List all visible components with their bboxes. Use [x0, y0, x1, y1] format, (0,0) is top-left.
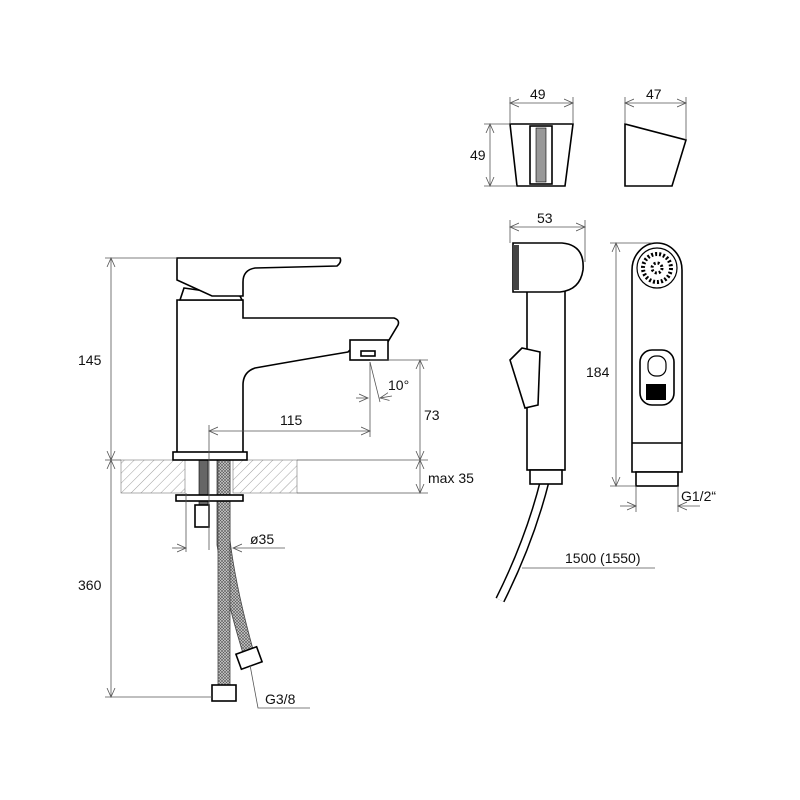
holder-side: [624, 122, 688, 187]
holder-dimensions: 49 49 47: [470, 86, 686, 186]
shower-connector-side: [529, 469, 563, 485]
base-plate: [172, 451, 248, 461]
holder-depth-label: 47: [646, 86, 662, 102]
head-width-label: 53: [537, 210, 553, 226]
mounting-washer: [175, 494, 244, 502]
faucet-height-label: 145: [78, 352, 102, 368]
counter-section-right: [232, 459, 298, 494]
faucet-body: [176, 299, 400, 456]
faucet-dimensions: 145 360 73 max 35 115 10° ø35 G3/8: [78, 258, 474, 709]
shower-hose-length-label: 1500 (1550): [565, 550, 641, 566]
shower-face: [513, 245, 519, 290]
aerator: [349, 339, 389, 361]
hose-length-label: 360: [78, 577, 102, 593]
spout-angle-label: 10°: [388, 377, 409, 393]
spout-height-label: 73: [424, 407, 440, 423]
spout-reach-label: 115: [280, 412, 303, 428]
holder-slot: [535, 127, 547, 183]
shower-connection-label: G1/2“: [681, 488, 716, 504]
holder-width-label: 49: [530, 86, 546, 102]
holder-drawing: [509, 122, 688, 187]
holder-height-label: 49: [470, 147, 486, 163]
rod-nut: [194, 504, 210, 528]
shower-length-label: 184: [586, 364, 610, 380]
shower-trigger: [509, 347, 541, 409]
hole-diameter-label: ø35: [250, 531, 274, 547]
faucet-connection-label: G3/8: [265, 691, 296, 707]
counter-section-left: [120, 459, 186, 494]
faucet-lever: [176, 257, 342, 297]
shower-connector-front: [635, 471, 679, 487]
hose-nut-right: [234, 645, 264, 671]
hand-shower-drawing: [495, 242, 683, 603]
shower-head-side: [512, 242, 584, 293]
supply-hose-left: [217, 459, 231, 686]
aerator-outlet: [360, 350, 376, 357]
hose-nut-left: [211, 684, 237, 702]
counter-thickness-label: max 35: [428, 470, 474, 486]
hand-shower-dimensions: 53 184 G1/2“ 1500 (1550): [510, 210, 716, 569]
faucet-drawing: [120, 257, 400, 702]
